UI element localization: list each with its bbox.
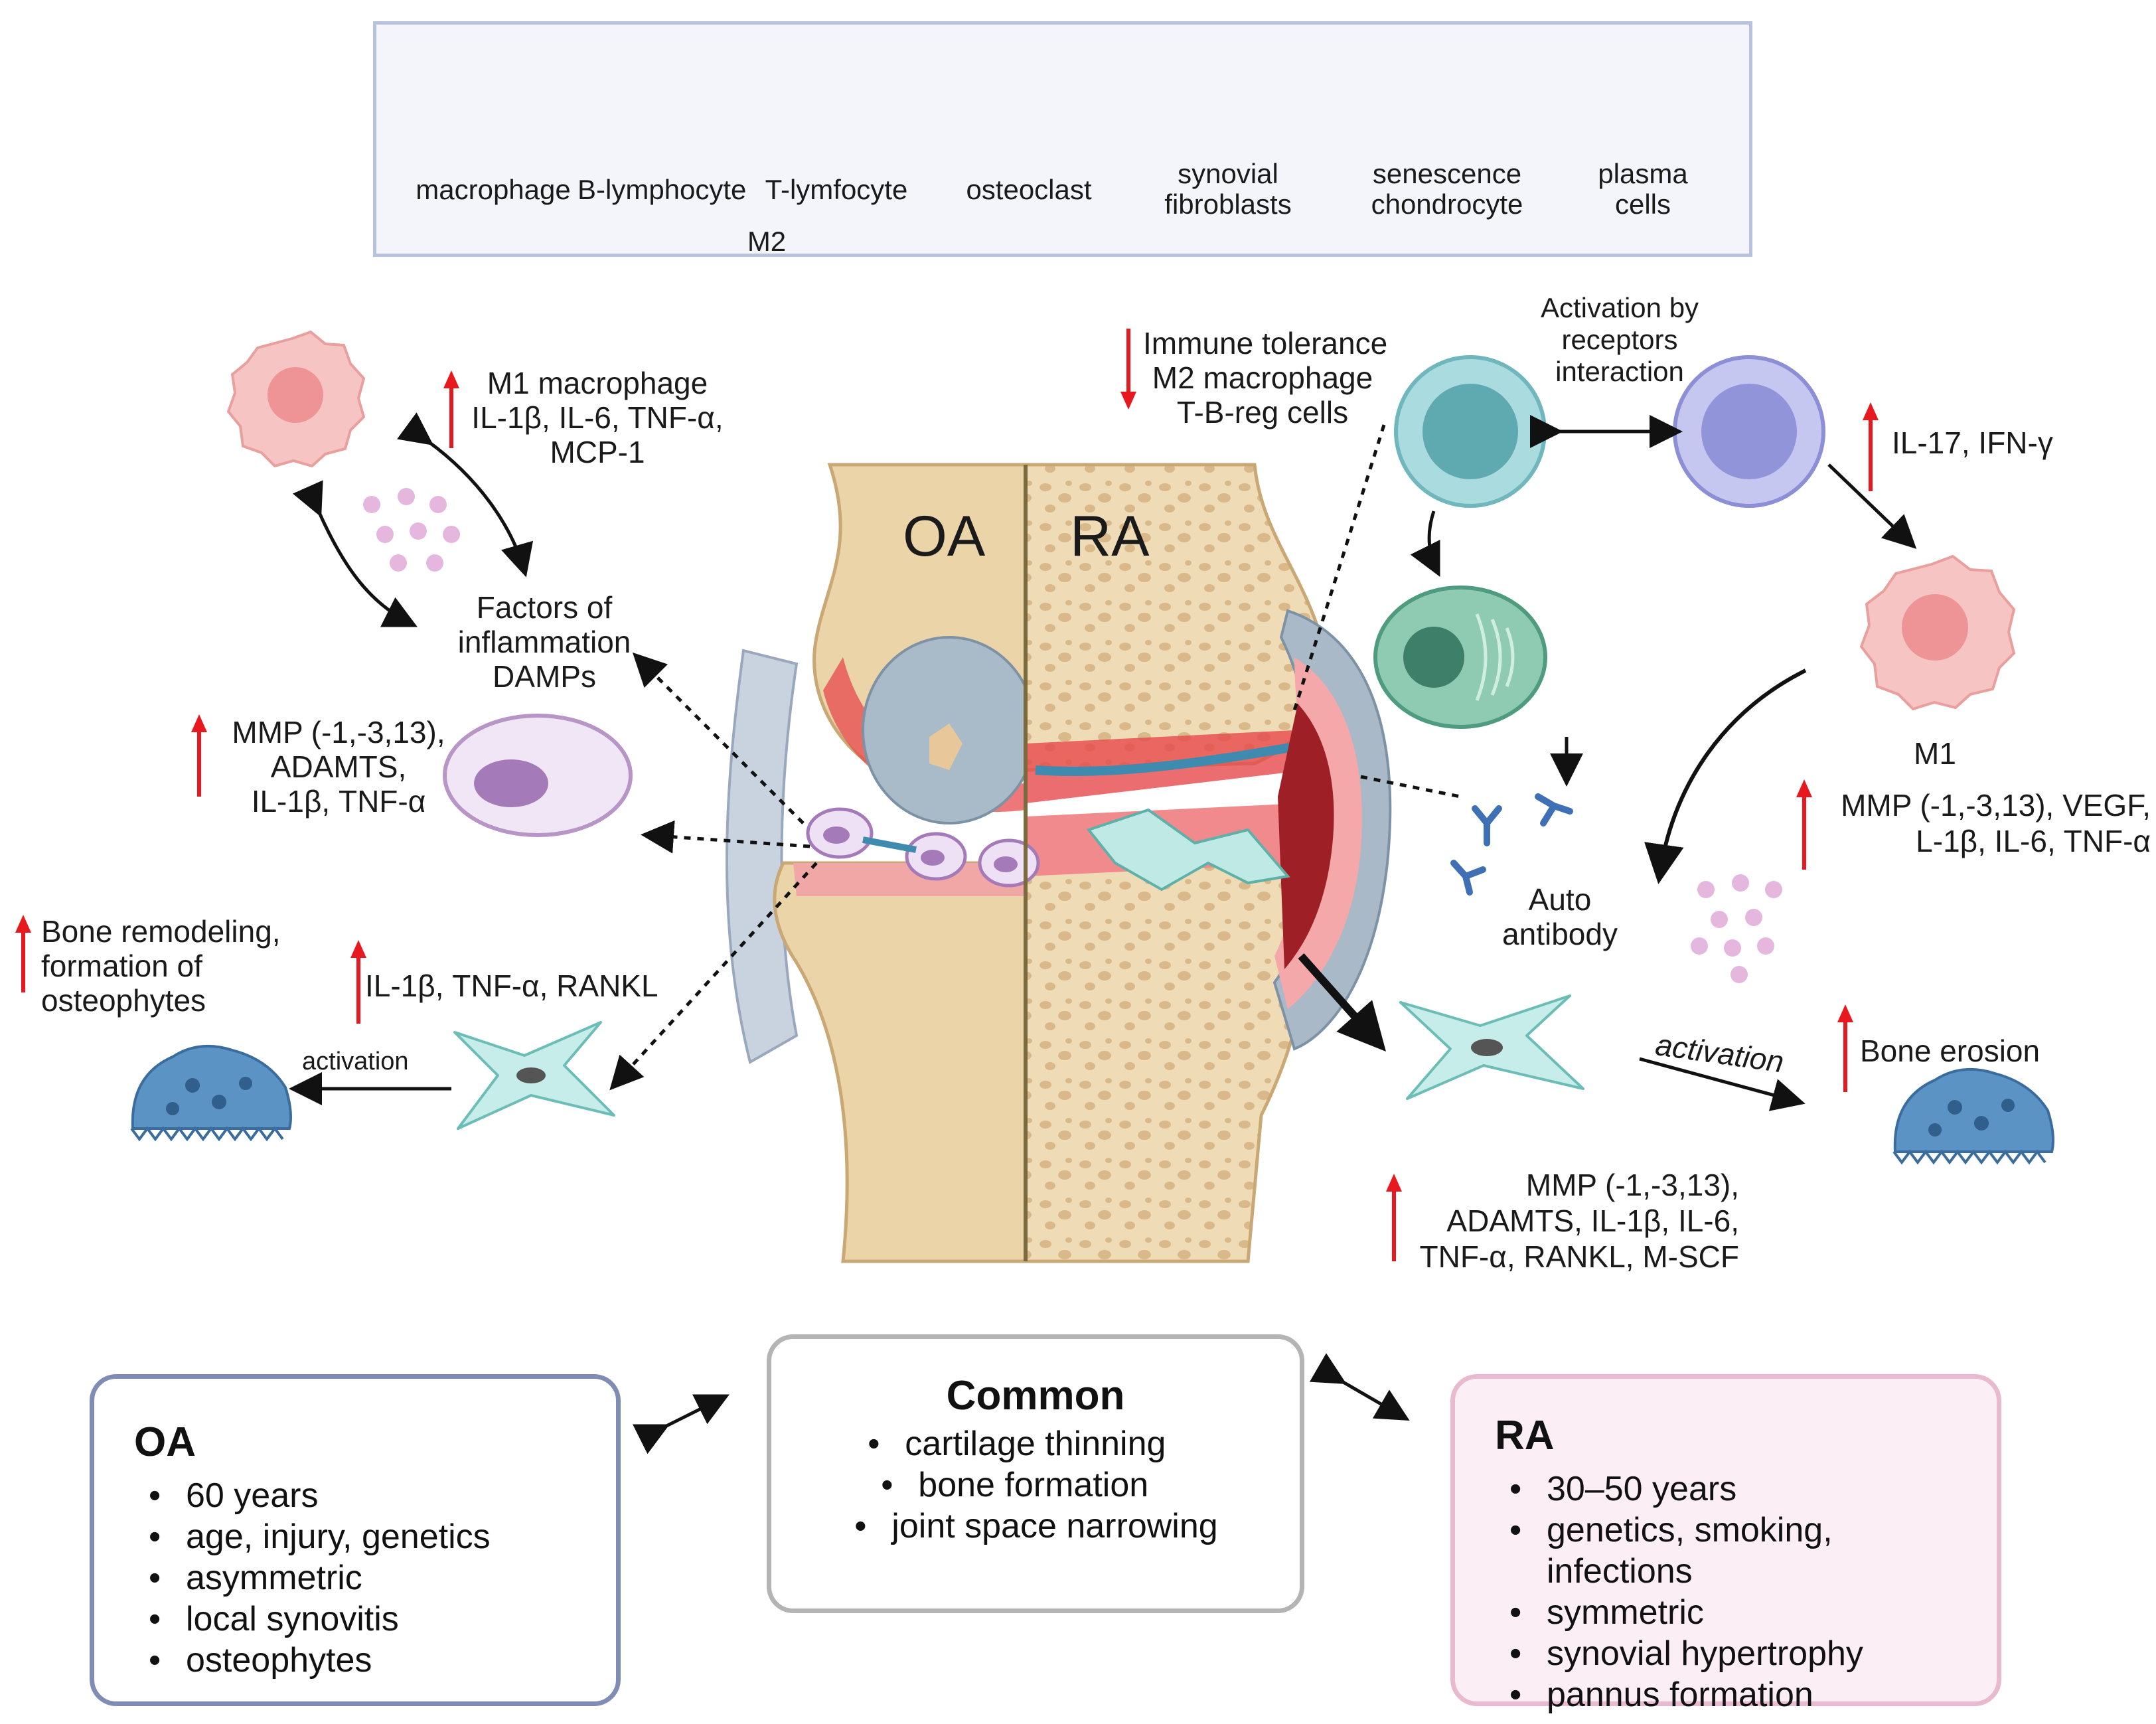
ra-box-item: symmetric [1495,1592,1977,1633]
left-chondrocyte-cell [443,714,633,837]
left-osteoclast-cell [130,1044,292,1142]
ra-box-item: synovial hypertrophy [1495,1633,1977,1674]
common-box-item: cartilage thinning [853,1423,1217,1464]
common-box-title: Common [946,1373,1125,1419]
up-arrow-il-rankl [350,940,366,1024]
left-macrophage-cell [226,330,366,468]
up-arrow-bone-remodeling [15,915,31,992]
right-plasma-cell [1373,586,1547,729]
auto-antibody-line-1: Auto [1528,882,1592,917]
up-arrow-il17 [1863,402,1879,491]
common-box-item: joint space narrowing [840,1506,1217,1547]
il-tnf-rankl-label: IL-1β, TNF-α, RANKL [365,969,658,1003]
ra-box-title: RA [1495,1413,1555,1458]
right-mmp-vegf-line-2: L-1β, IL-6, TNF-α [1916,824,2151,858]
legend-label-senescence-1: senescence [1372,158,1522,189]
il17-ifn-label: IL-17, IFN-γ [1892,426,2053,460]
bone-erosion-label: Bone erosion [1860,1034,2041,1068]
ra-box-list: 30–50 years genetics, smoking, infection… [1495,1468,1977,1715]
bone-remodeling-line-3: osteophytes [41,983,206,1018]
bone-remodeling-line-2: formation of [41,949,202,983]
common-box-item: bone formation [866,1464,1217,1506]
up-arrow-bone-erosion [1837,1004,1853,1092]
legend-label-b-lymphocyte: B-lymphocyte [578,174,747,205]
legend-label-macrophage-m2: M2 [747,226,787,257]
auto-antibody-line-2: antibody [1502,917,1618,951]
legend-label-senescence-2: chondrocyte [1371,189,1523,220]
red-up-arrows [15,329,1879,1261]
knee-ra-label: RA [1070,505,1150,568]
legend-label-macrophage: macrophage [416,174,571,205]
right-mmp-bottom-line-2: ADAMTS, IL-1β, IL-6, [1446,1204,1739,1238]
left-activation-label: activation [302,1048,409,1075]
immune-tolerance-line-3: T-B-reg cells [1176,395,1349,430]
left-mmp-line-1: MMP (-1,-3,13), [232,715,445,749]
oa-box-item: age, injury, genetics [134,1516,589,1557]
immune-tolerance-line-2: M2 macrophage [1152,360,1373,395]
left-cytokine-dots [363,488,460,572]
common-box-list: cartilage thinning bone formation joint … [853,1423,1217,1547]
down-arrow-immune-tolerance [1120,329,1136,410]
factors-inflammation-line-3: DAMPs [493,659,596,694]
oa-box-title: OA [134,1419,196,1465]
legend-label-t-lymfocyte: T-lymfocyte [765,174,908,205]
left-synovial-fibroblast-cell [453,1021,615,1130]
right-osteoclast-cell [1892,1067,2054,1165]
oa-box-item: osteophytes [134,1640,589,1681]
legend-label-synovial-2: fibroblasts [1164,189,1292,220]
right-mmp-vegf-line-1: MMP (-1,-3,13), VEGF, [1841,788,2151,823]
immune-tolerance-line-1: Immune tolerance [1143,326,1388,360]
ra-box-item: pannus formation [1495,1674,1977,1715]
up-arrow-m1 [443,370,459,448]
right-mmp-bottom-line-1: MMP (-1,-3,13), [1525,1168,1739,1202]
legend-label-synovial-1: synovial [1178,158,1278,189]
cell-legend [373,21,1752,257]
right-mmp-bottom-line-3: TNF-α, RANKL, M-SCF [1419,1239,1739,1274]
activation-receptors-line-3: interaction [1555,356,1684,387]
knee-illustration [726,463,1392,1263]
oa-box-item: 60 years [134,1475,589,1516]
oa-summary-box: OA 60 years age, injury, genetics asymme… [90,1374,621,1706]
right-b-lymphocyte-cell [1394,355,1547,508]
left-mmp-line-3: IL-1β, TNF-α [251,784,426,819]
right-m1-macrophage-cell [1859,554,2016,711]
auto-antibody-icon [1450,793,1573,896]
left-mmp-line-2: ADAMTS, [270,749,407,784]
m1-macrophage-line-1: M1 macrophage [487,366,708,400]
legend-label-osteoclast: osteoclast [966,174,1092,205]
activation-receptors-line-1: Activation by [1540,292,1699,323]
activation-receptors-line-2: receptors [1561,324,1678,355]
m1-label: M1 [1914,736,1956,771]
oa-box-item: asymmetric [134,1557,589,1599]
up-arrow-mmp-left [191,714,207,797]
knee-oa-label: OA [903,505,986,568]
legend-label-plasma-1: plasma [1598,158,1688,189]
right-synovial-fibroblast-cell [1399,994,1584,1100]
common-summary-box: Common cartilage thinning bone formation… [767,1334,1304,1613]
factors-inflammation-line-2: inflammation [457,625,631,659]
bone-remodeling-line-1: Bone remodeling, [41,914,281,949]
arrows [289,412,1917,1454]
m1-macrophage-line-3: MCP-1 [550,435,645,469]
m1-macrophage-line-2: IL-1β, IL-6, TNF-α, [471,400,724,435]
oa-box-item: local synovitis [134,1599,589,1640]
ra-box-item: 30–50 years [1495,1468,1977,1510]
ra-summary-box: RA 30–50 years genetics, smoking, infect… [1450,1374,2001,1715]
right-t-lymphocyte-cell [1673,355,1825,508]
right-cytokine-dots [1691,874,1782,983]
up-arrow-mmp-bottom [1386,1174,1402,1261]
factors-inflammation-line-1: Factors of [476,590,613,625]
ra-box-item: genetics, smoking, infections [1495,1510,1977,1592]
dotted-arrows [609,424,1461,1091]
legend-label-plasma-2: cells [1614,189,1671,220]
up-arrow-mmp-vegf [1796,779,1812,870]
oa-box-list: 60 years age, injury, genetics asymmetri… [134,1475,589,1681]
